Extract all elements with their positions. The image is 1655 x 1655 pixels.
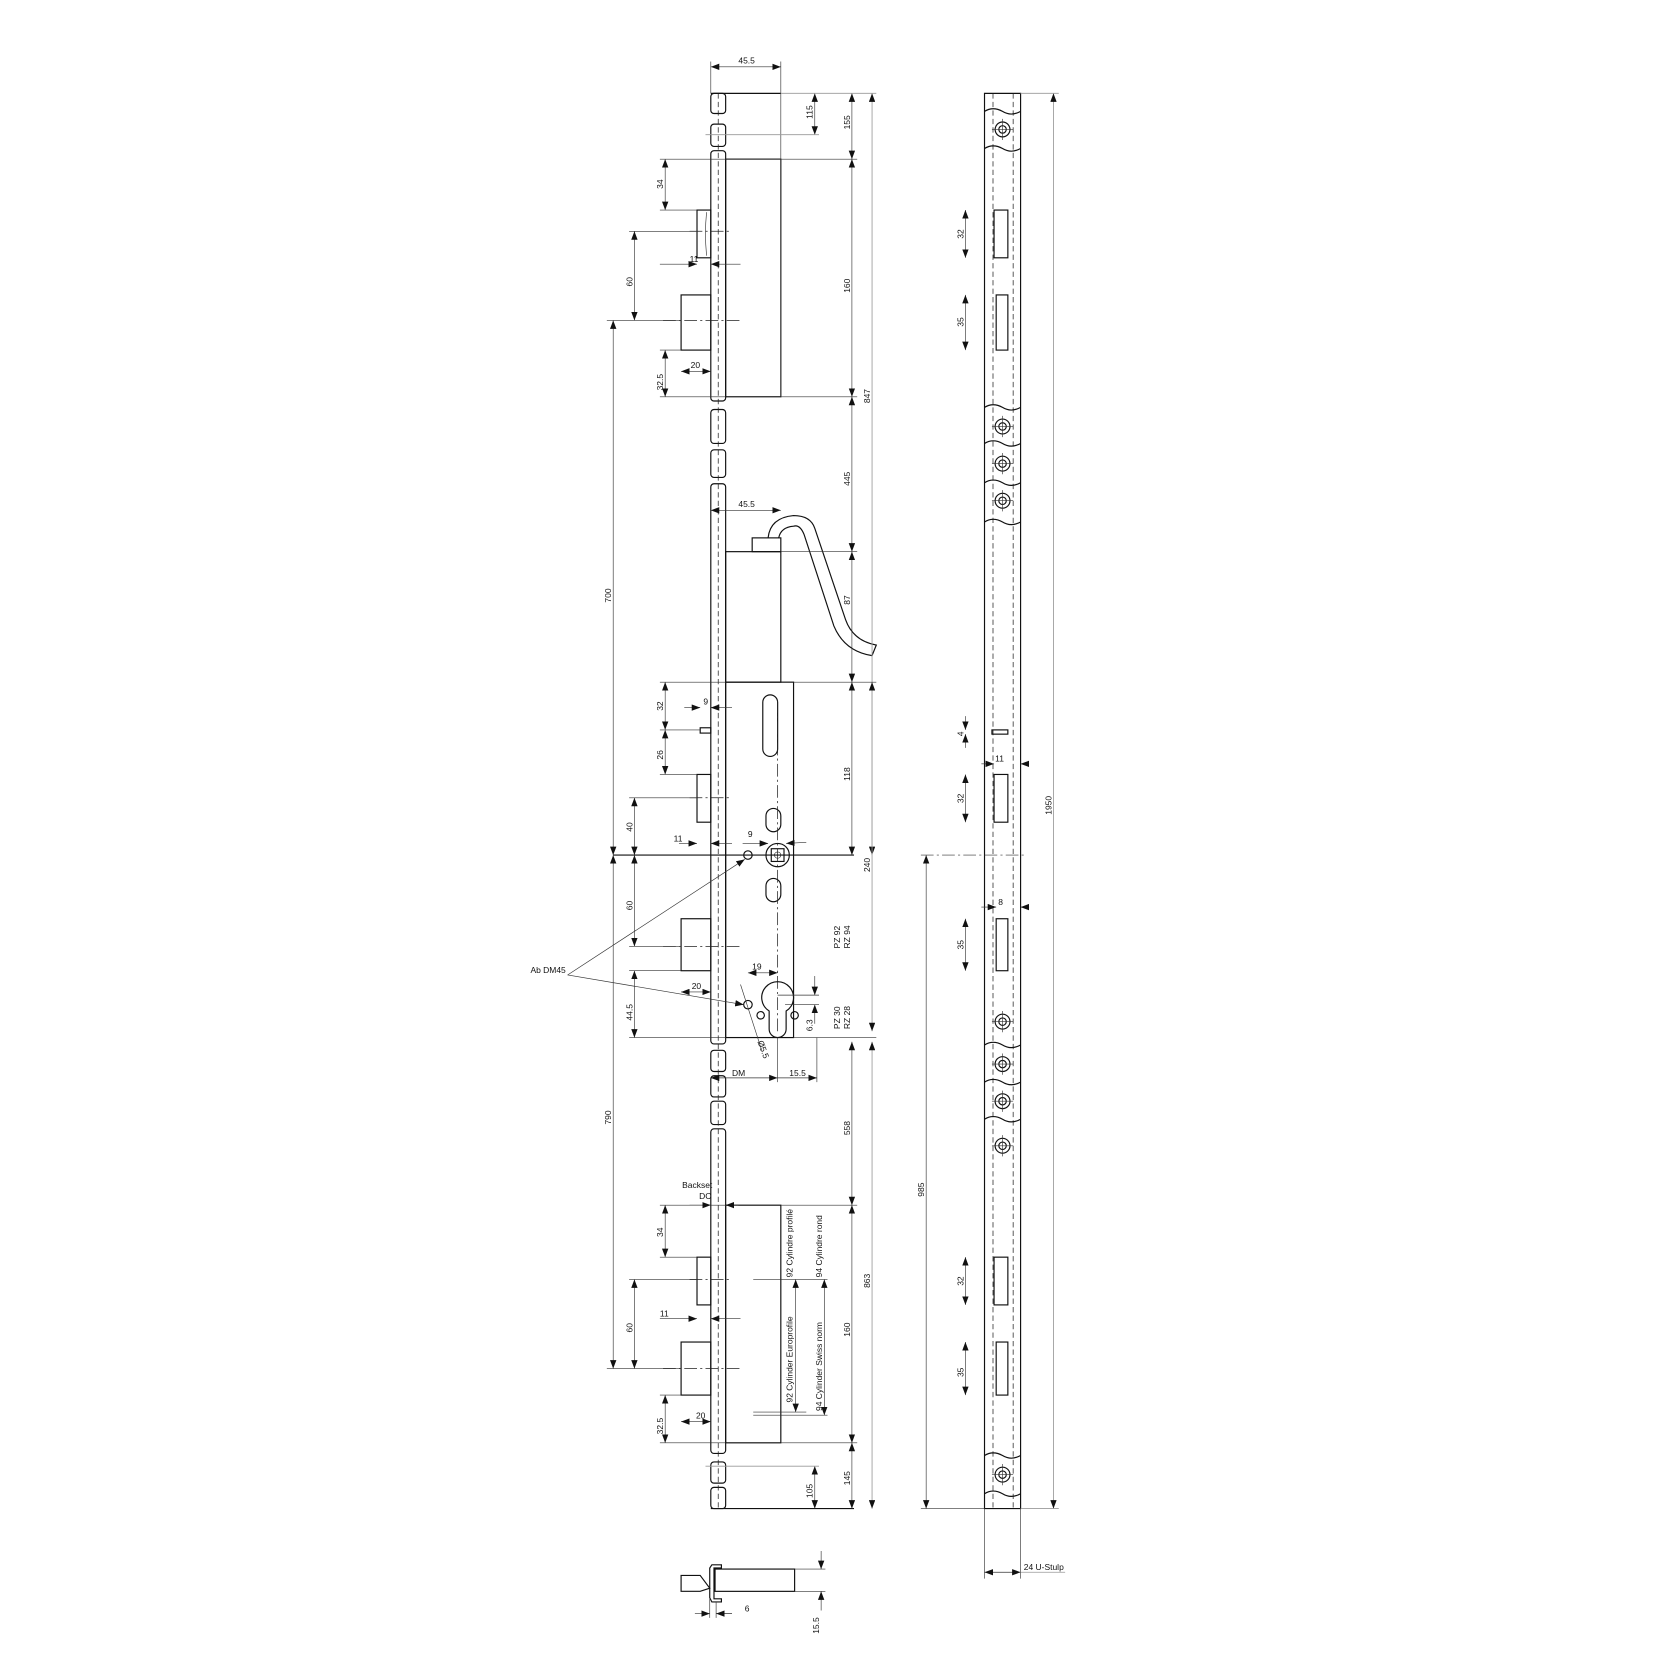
- main-view: 45.5 115 155 160 847 34 11 60 20 32.5 70…: [530, 56, 878, 1510]
- top-hook-bolt: [696, 209, 712, 259]
- dimension-lines: [567, 61, 877, 1509]
- screw-hole-icon: [991, 118, 1014, 141]
- dim-label: 32: [655, 701, 665, 711]
- dim-label: 847: [862, 389, 872, 403]
- dim-label: 32.5: [655, 1418, 665, 1435]
- dim-label: 60: [624, 277, 634, 287]
- dim-label: 9: [703, 696, 708, 706]
- dim-label: 32: [955, 229, 965, 239]
- dim-label: PZ 30: [832, 1006, 842, 1029]
- dimension-labels: 45.5 115 155 160 847 34 11 60 20 32.5 70…: [530, 56, 871, 1498]
- dim-label: 15.5: [789, 1068, 806, 1078]
- dim-label: 6.3: [805, 1019, 815, 1031]
- bolt-openings: [991, 209, 1009, 1396]
- dim-label: 40: [624, 822, 634, 832]
- main-lock-case: [725, 681, 795, 1039]
- cylinder-note: 92 Cylindre profilé: [784, 1209, 794, 1278]
- dim-label: 60: [624, 1323, 634, 1333]
- bottom-lock-case: [725, 1204, 782, 1444]
- dim-label: 15.5: [811, 1617, 821, 1634]
- dim-label: 19: [752, 962, 762, 972]
- dim-label: 445: [842, 471, 852, 485]
- dim-label: 20: [696, 1410, 706, 1420]
- dim-label: 34: [655, 1227, 665, 1237]
- screw-hole-icon: [991, 415, 1014, 438]
- dim-label: 985: [916, 1182, 926, 1196]
- dim-label: 160: [842, 1322, 852, 1336]
- dim-label: 20: [692, 981, 702, 991]
- dim-label: 558: [842, 1121, 852, 1135]
- cylinder-note: 94 Cylindre rond: [814, 1215, 824, 1277]
- section-detail: 6 15.5: [680, 1551, 826, 1634]
- top-latch-bolt: [680, 294, 712, 351]
- dim-label: RZ 94: [842, 925, 852, 948]
- dim-label: 35: [955, 940, 965, 950]
- dim-label: 700: [603, 588, 613, 602]
- annotation-ab-dm45: Ab DM45: [530, 965, 566, 975]
- screw-hole-icon: [991, 1053, 1014, 1075]
- dim-label: 118: [842, 767, 852, 781]
- dim-label: RZ 28: [842, 1006, 852, 1029]
- screw-hole-icon: [991, 1135, 1014, 1157]
- dim-label: 60: [624, 901, 634, 911]
- dim-label: 11: [674, 833, 683, 843]
- dim-label: 160: [842, 278, 852, 292]
- dim-label: Backset: [682, 1180, 713, 1190]
- gear-housing: [725, 551, 782, 683]
- dim-label: 44.5: [624, 1004, 634, 1021]
- screw-hole-icon: [991, 1011, 1014, 1033]
- screw-hole-icon: [991, 490, 1014, 512]
- dim-label: 9: [748, 829, 753, 839]
- connecting-rod: [767, 515, 878, 657]
- face-dimension-labels: 32 35 4 11 32 8 35 32 35 1950 985 24 U-S…: [916, 229, 1064, 1572]
- dim-label: 11: [690, 254, 699, 264]
- strip-breaks: [984, 108, 1021, 1497]
- dim-label: 6: [745, 1604, 750, 1614]
- face-dimension-lines: [920, 92, 1066, 1579]
- screw-hole-icon: [991, 1464, 1014, 1486]
- dim-label: 240: [862, 858, 872, 872]
- dim-label: PZ 92: [832, 926, 842, 949]
- cylinder-note: 94 Cylinder Swiss norm: [814, 1322, 824, 1411]
- mid-bolts: [663, 727, 743, 972]
- dim-label: 35: [955, 1367, 965, 1377]
- faceplate-front-view: 32 35 4 11 32 8 35 32 35 1950 985 24 U-S…: [916, 92, 1066, 1579]
- dim-label: 115: [805, 105, 815, 119]
- dim-label: 87: [842, 595, 852, 605]
- faceplate: [710, 92, 855, 1510]
- dim-label: 1950: [1043, 796, 1053, 815]
- dim-label: DC: [699, 1191, 711, 1201]
- screw-holes: [991, 118, 1014, 1486]
- dim-label: 11: [995, 754, 1004, 764]
- dim-label: 20: [691, 360, 701, 370]
- top-lock-case: [725, 158, 782, 398]
- cylinder-cutout: [743, 981, 799, 1039]
- dim-label: 145: [842, 1471, 852, 1485]
- dim-label: 32: [955, 1276, 965, 1286]
- handle-slot: [762, 694, 779, 758]
- dim-label: DM: [732, 1068, 745, 1078]
- screw-hole-icon: [991, 453, 1014, 475]
- dim-label: 45.5: [738, 499, 755, 509]
- dim-label: 35: [955, 317, 965, 327]
- cylinder-note: 92 Cylinder Europrofile: [784, 1316, 794, 1402]
- dim-label: 863: [862, 1274, 872, 1288]
- dim-label: 45.5: [738, 56, 755, 66]
- dim-label: 11: [660, 1309, 669, 1319]
- dim-label: 32.5: [655, 374, 665, 391]
- dim-label: 8: [998, 897, 1003, 907]
- dim-label: 34: [655, 179, 665, 189]
- screw-hole-icon: [991, 1090, 1014, 1112]
- dim-label: 32: [955, 793, 965, 803]
- dim-label: 790: [603, 1110, 613, 1124]
- dim-label: 26: [655, 750, 665, 760]
- dim-label: 4: [955, 731, 965, 736]
- dim-label: Ø5.5: [756, 1039, 772, 1060]
- dim-label: 105: [805, 1484, 815, 1498]
- dim-label: 24 U-Stulp: [1024, 1562, 1064, 1572]
- dim-label: 155: [842, 115, 852, 129]
